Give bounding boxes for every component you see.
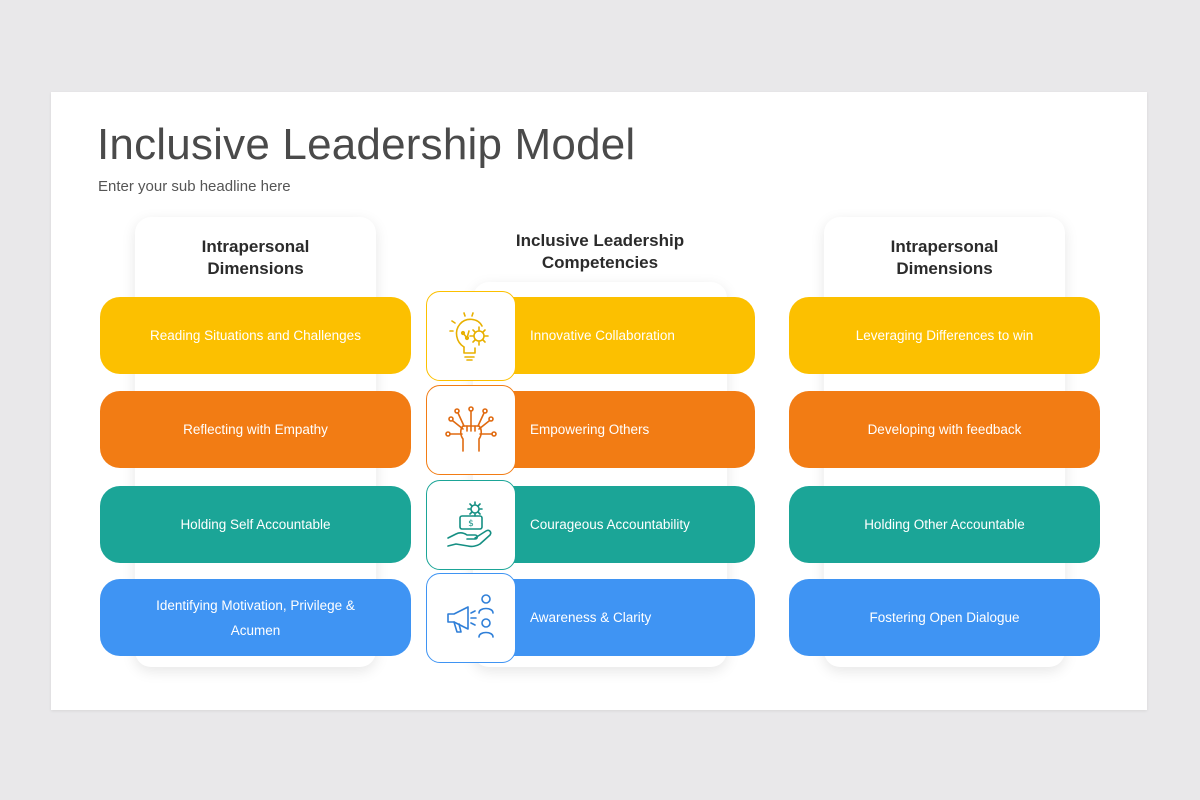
hand-holding-money-gear-icon: $ [426,480,516,570]
left-item-2: Reflecting with Empathy [100,391,411,468]
center-column-heading: Inclusive Leadership Competencies [515,231,685,272]
right-item-4: Fostering Open Dialogue [789,579,1100,656]
left-item-3: Holding Self Accountable [100,486,411,563]
right-item-3: Holding Other Accountable [789,486,1100,563]
svg-text:$: $ [468,519,474,529]
raised-fist-network-icon [426,385,516,475]
sub-headline: Enter your sub headline here [98,178,291,195]
megaphone-people-icon [426,573,516,663]
left-column-heading: Intrapersonal Dimensions [201,237,310,278]
center-item-4: Awareness & Clarity [474,579,755,656]
center-item-3: Courageous Accountability [474,486,755,563]
center-item-1: Innovative Collaboration [474,297,755,374]
right-item-2: Developing with feedback [789,391,1100,468]
page-title: Inclusive Leadership Model [97,120,636,169]
left-item-4: Identifying Motivation, Privilege & Acum… [100,579,411,656]
right-item-1: Leveraging Differences to win [789,297,1100,374]
slide: Inclusive Leadership Model Enter your su… [51,92,1147,710]
left-item-1: Reading Situations and Challenges [100,297,411,374]
right-column-heading: Intrapersonal Dimensions [890,237,999,278]
center-item-2: Empowering Others [474,391,755,468]
lightbulb-gear-icon [426,291,516,381]
